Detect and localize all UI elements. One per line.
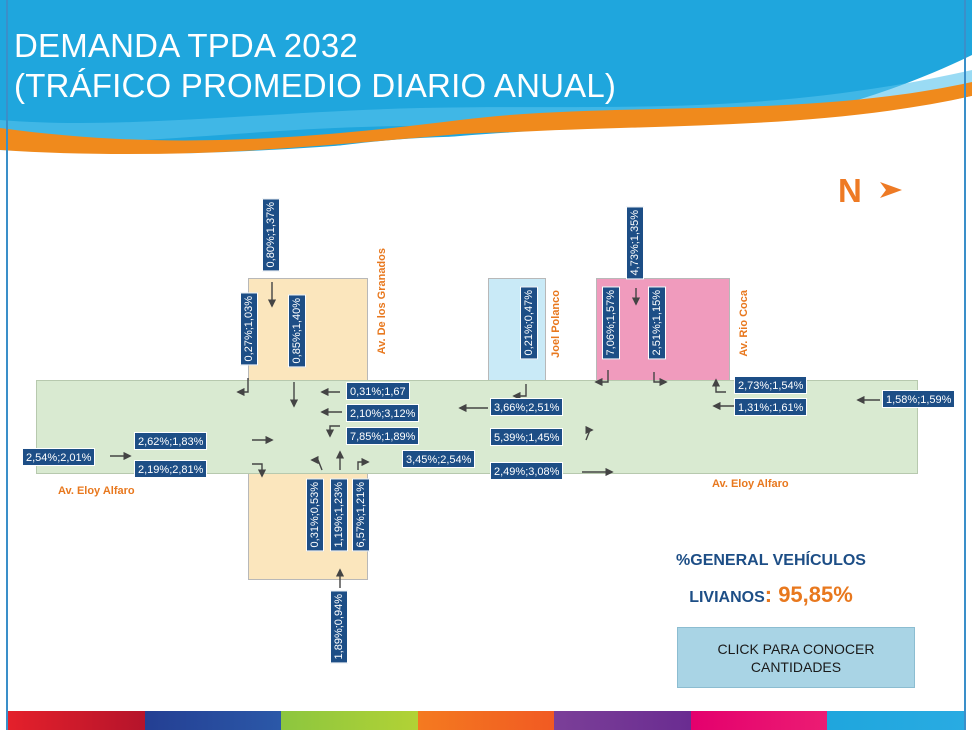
flow-label: 3,66%;2,51% (490, 398, 564, 416)
flow-label: 0,85%;1,40% (288, 294, 306, 368)
eloy-alfaro-road (36, 380, 918, 474)
page-title: DEMANDA TPDA 2032 (TRÁFICO PROMEDIO DIAR… (14, 26, 616, 106)
north-label: N (838, 172, 862, 209)
flow-label: 2,49%;3,08% (490, 462, 564, 480)
title-line-2: (TRÁFICO PROMEDIO DIARIO ANUAL) (14, 67, 617, 104)
flow-label: 2,62%;1,83% (134, 432, 208, 450)
flow-label: 3,45%;2,54% (402, 450, 476, 468)
flow-label: 2,51%;1,15% (648, 286, 666, 360)
flow-label: 5,39%;1,45% (490, 428, 564, 446)
flow-label: 0,31%;0,53% (306, 478, 324, 552)
flow-label: 0,31%;1,67 (346, 382, 410, 400)
flow-label: 0,80%;1,37% (262, 198, 280, 272)
flow-label: 1,19%;1,23% (330, 478, 348, 552)
street-label-eloy-left: Av. Eloy Alfaro (58, 485, 135, 497)
show-quantities-button[interactable]: CLICK PARA CONOCER CANTIDADES (677, 627, 915, 688)
flow-label: 7,85%;1,89% (346, 427, 420, 445)
flow-label: 1,58%;1,59% (882, 390, 956, 408)
frame-border-left (6, 0, 8, 730)
cta-line-2: CANTIDADES (750, 659, 842, 675)
title-line-1: DEMANDA TPDA 2032 (14, 27, 358, 64)
frame-border-right (964, 0, 966, 730)
north-arrow-icon (880, 182, 902, 198)
cta-line-1: CLICK PARA CONOCER (717, 641, 875, 657)
general-value: : 95,85% (764, 582, 853, 607)
street-label-eloy-right: Av. Eloy Alfaro (712, 478, 789, 490)
flow-label: 2,19%;2,81% (134, 460, 208, 478)
flow-label: 6,57%;1,21% (352, 478, 370, 552)
general-label-line-1: %GENERAL VEHÍCULOS (676, 552, 866, 569)
flow-label: 2,10%;3,12% (346, 404, 420, 422)
flow-label: 1,89%;0,94% (330, 590, 348, 664)
flow-label: 2,73%;1,54% (734, 376, 808, 394)
footer-stripes (8, 711, 965, 730)
flow-label: 0,27%;1,03% (240, 292, 258, 366)
flow-label: 2,54%;2,01% (22, 448, 96, 466)
flow-label: 7,06%;1,57% (602, 286, 620, 360)
header-banner (0, 0, 972, 160)
flow-label: 1,31%;1,61% (734, 398, 808, 416)
flow-label: 4,73%;1,35% (626, 206, 644, 280)
general-percentage: %GENERAL VEHÍCULOS LIVIANOS: 95,85% (651, 544, 891, 615)
flow-label: 0,21%;0,47% (520, 286, 538, 360)
general-label-line-2: LIVIANOS (689, 589, 765, 606)
